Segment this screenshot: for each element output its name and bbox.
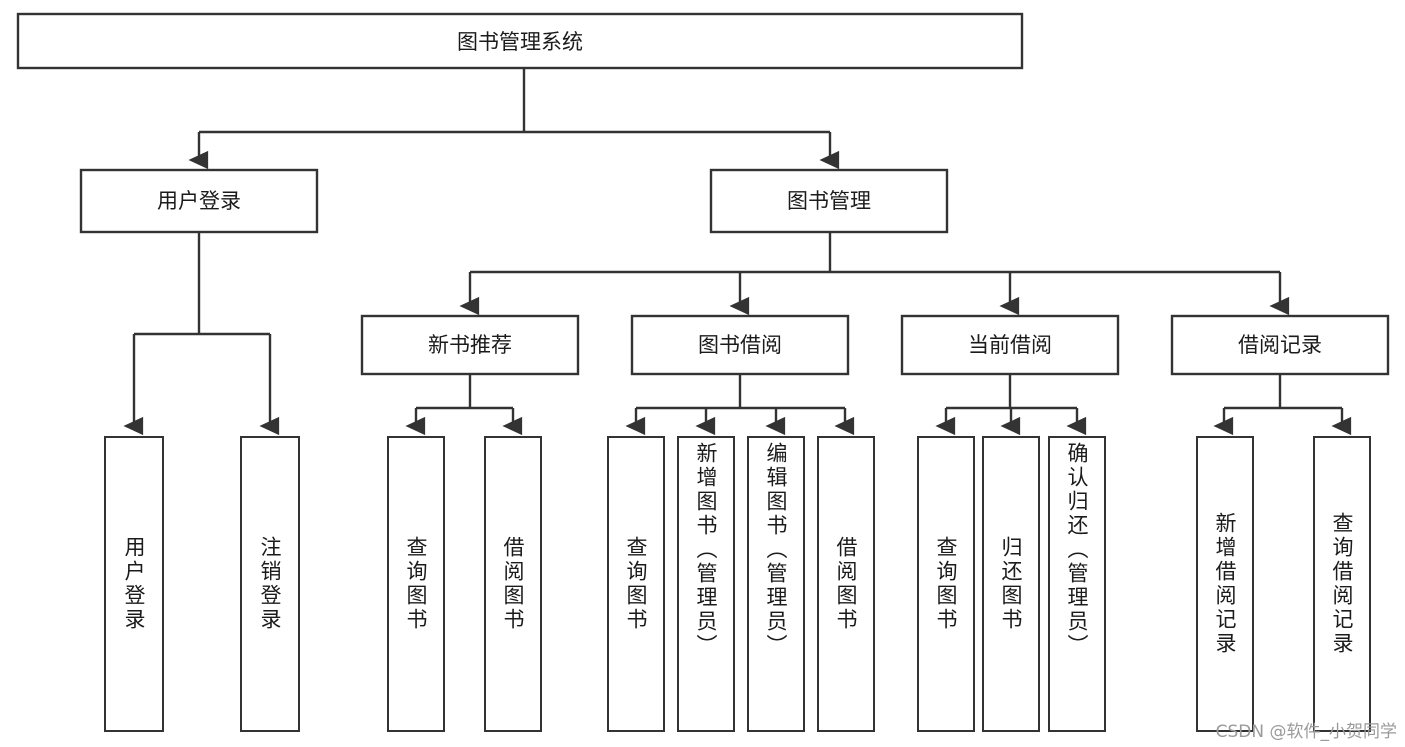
node-root-label: 图书管理系统 xyxy=(457,30,583,54)
leaf-recommend-query-book[interactable]: 查询图书 xyxy=(387,436,445,732)
node-new-book-recommend-label: 新书推荐 xyxy=(428,333,512,357)
node-root[interactable]: 图书管理系统 xyxy=(16,12,1024,70)
leaf-record-query-label: 查询借阅记录 xyxy=(1330,512,1354,656)
leaf-borrow-borrow-book-label: 借阅图书 xyxy=(834,536,858,632)
node-new-book-recommend[interactable]: 新书推荐 xyxy=(360,314,580,376)
leaf-recommend-query-book-label: 查询图书 xyxy=(404,536,428,632)
connector-new-book-to-leaves xyxy=(405,374,523,436)
node-borrow-record-label: 借阅记录 xyxy=(1238,333,1322,357)
leaf-record-query[interactable]: 查询借阅记录 xyxy=(1313,436,1371,732)
leaf-current-confirm-return[interactable]: 确认归还（管理员） xyxy=(1048,436,1106,732)
node-book-manage[interactable]: 图书管理 xyxy=(709,168,949,234)
connector-book-borrow-to-leaves xyxy=(625,374,855,436)
node-user-login[interactable]: 用户登录 xyxy=(79,168,319,234)
connector-current-borrow-to-leaves xyxy=(935,374,1087,436)
node-book-manage-label: 图书管理 xyxy=(787,189,871,213)
connector-borrow-record-to-leaves xyxy=(1213,374,1352,436)
node-book-borrow-label: 图书借阅 xyxy=(698,333,782,357)
leaf-logout[interactable]: 注销登录 xyxy=(240,436,300,732)
leaf-current-confirm-return-label: 确认归还（管理员） xyxy=(1065,442,1089,658)
node-current-borrow[interactable]: 当前借阅 xyxy=(900,314,1120,376)
connector-root-to-level2 xyxy=(188,68,840,170)
leaf-logout-label: 注销登录 xyxy=(258,536,282,632)
leaf-borrow-query-book-label: 查询图书 xyxy=(624,536,648,632)
leaf-current-query-book[interactable]: 查询图书 xyxy=(917,436,975,732)
node-borrow-record[interactable]: 借阅记录 xyxy=(1170,314,1390,376)
leaf-current-return-book[interactable]: 归还图书 xyxy=(982,436,1040,732)
leaf-record-add[interactable]: 新增借阅记录 xyxy=(1196,436,1254,732)
leaf-current-return-book-label: 归还图书 xyxy=(999,536,1023,632)
node-current-borrow-label: 当前借阅 xyxy=(968,333,1052,357)
leaf-borrow-borrow-book[interactable]: 借阅图书 xyxy=(817,436,875,732)
leaf-user-login-label: 用户登录 xyxy=(122,536,146,632)
leaf-current-query-book-label: 查询图书 xyxy=(934,536,958,632)
leaf-recommend-borrow-book-label: 借阅图书 xyxy=(501,536,525,632)
connector-user-login-to-leaves xyxy=(123,232,280,436)
node-user-login-label: 用户登录 xyxy=(157,189,241,213)
leaf-borrow-add-book-label: 新增图书（管理员） xyxy=(694,442,718,658)
leaf-borrow-edit-book-label: 编辑图书（管理员） xyxy=(764,442,788,658)
leaf-user-login[interactable]: 用户登录 xyxy=(104,436,164,732)
leaf-recommend-borrow-book[interactable]: 借阅图书 xyxy=(484,436,542,732)
connector-book-manage-to-level3 xyxy=(459,232,1290,316)
leaf-record-add-label: 新增借阅记录 xyxy=(1213,512,1237,656)
leaf-borrow-query-book[interactable]: 查询图书 xyxy=(607,436,665,732)
leaf-borrow-add-book[interactable]: 新增图书（管理员） xyxy=(677,436,735,732)
leaf-borrow-edit-book[interactable]: 编辑图书（管理员） xyxy=(747,436,805,732)
node-book-borrow[interactable]: 图书借阅 xyxy=(630,314,850,376)
